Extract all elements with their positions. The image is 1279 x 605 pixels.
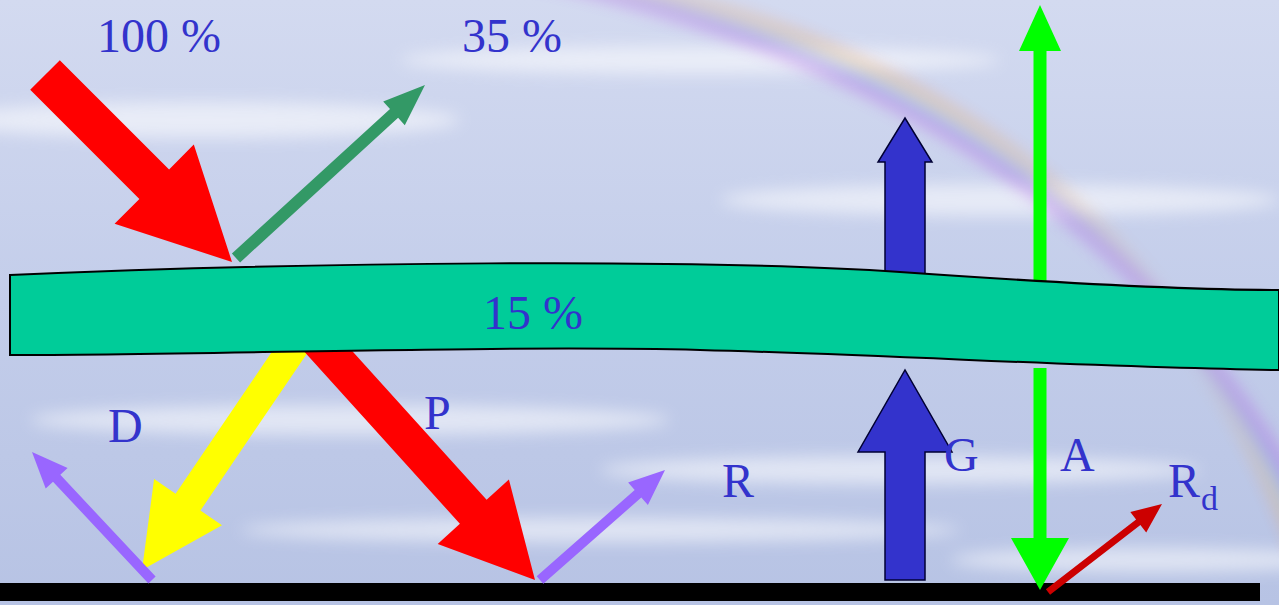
atmosphere-band: 15 % (0, 250, 1279, 380)
flux-symbol: D (108, 402, 143, 450)
flux-symbol: A (1060, 431, 1095, 479)
diffuse-radiation-arrow (142, 332, 310, 570)
band-outline (0, 250, 1279, 380)
outgoing-emission-arrow (878, 118, 932, 292)
band-shape (10, 263, 1279, 370)
percentage-label: 100 % (97, 12, 221, 60)
reflected-radiation-arrow (232, 85, 425, 262)
reflected-counter-radiation-arrow (1046, 504, 1162, 595)
reflection-arrow (537, 470, 665, 584)
percentage-label: 15 % (483, 289, 583, 337)
subscript: d (1201, 482, 1218, 516)
percentage-label: 35 % (462, 12, 562, 60)
reflection-arrow (32, 452, 156, 583)
flux-symbol: G (944, 431, 979, 479)
atmosphere-emission-arrow (1019, 5, 1061, 292)
incoming-radiation-arrow (30, 60, 232, 262)
ground-emission-arrow (858, 370, 952, 580)
flux-symbol: R (722, 457, 754, 505)
flux-symbol: P (424, 389, 451, 437)
flux-symbol: R (1168, 457, 1200, 505)
direct-radiation-arrow (305, 328, 535, 580)
ground (0, 583, 1260, 601)
